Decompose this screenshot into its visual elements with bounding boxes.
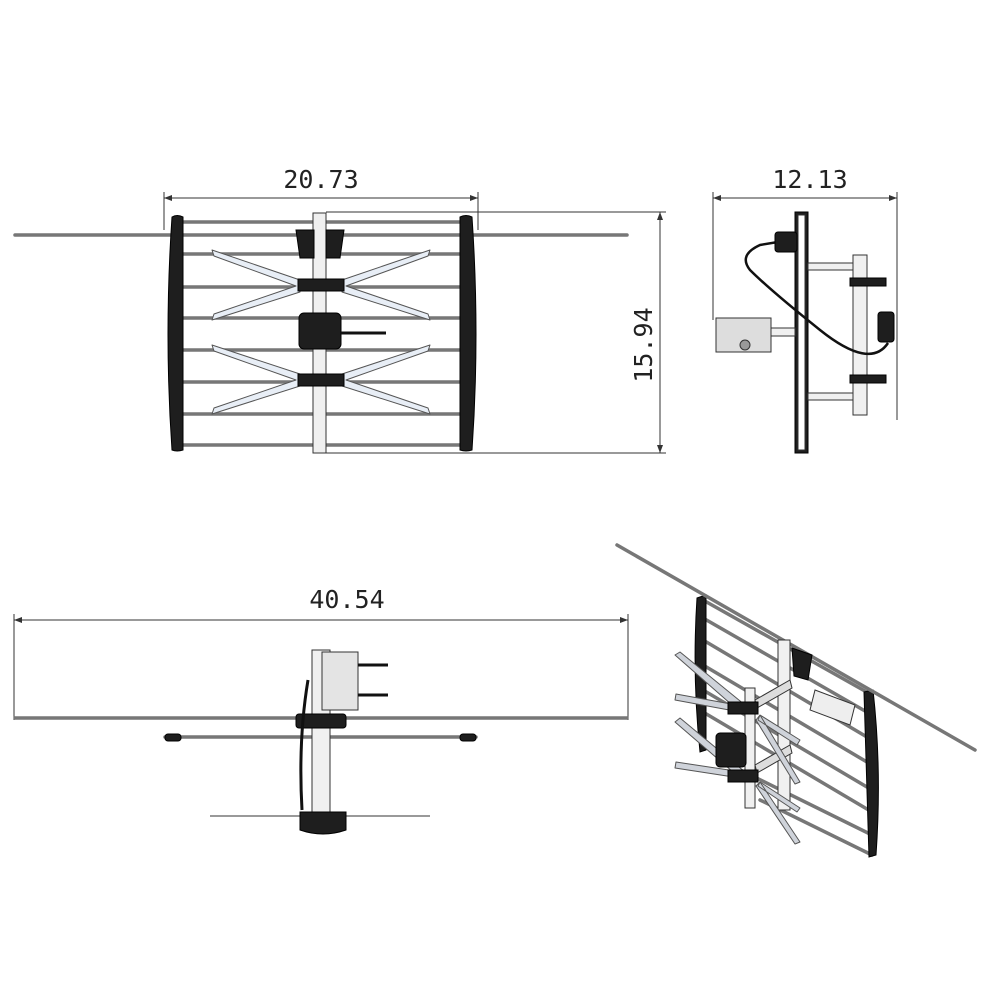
height-dimension-label: 15.94 xyxy=(629,307,658,382)
front-view: 20.73 15.94 xyxy=(13,165,666,454)
iso-right-reflector-end xyxy=(863,689,879,858)
side-view: 12.13 xyxy=(712,165,898,454)
element-mount-top xyxy=(295,713,347,729)
balun-connector xyxy=(295,229,345,259)
clamp-top xyxy=(321,651,359,711)
iso-connector xyxy=(791,647,813,681)
iso-mast-clamp xyxy=(809,689,856,726)
right-reflector-end xyxy=(459,215,477,452)
iso-amplifier-box xyxy=(715,732,747,768)
left-reflector-end xyxy=(167,215,184,452)
depth-dimension-label: 12.13 xyxy=(772,165,847,194)
width-dimension-label: 20.73 xyxy=(283,165,358,194)
iso-long-rod xyxy=(615,543,977,752)
top-view: 40.54 xyxy=(13,585,629,835)
coax-cable xyxy=(744,238,890,356)
amplifier-box xyxy=(298,312,342,350)
iso-mast xyxy=(777,639,791,811)
iso-bowtie-elements xyxy=(674,651,801,845)
length-dimension-label: 40.54 xyxy=(309,585,384,614)
bowtie-element-upper xyxy=(211,249,431,321)
amplifier-side xyxy=(877,311,895,343)
bowtie-element-lower xyxy=(211,344,431,415)
amplifier-top xyxy=(299,811,347,835)
isometric-view xyxy=(615,543,977,858)
connector-side xyxy=(774,231,798,253)
